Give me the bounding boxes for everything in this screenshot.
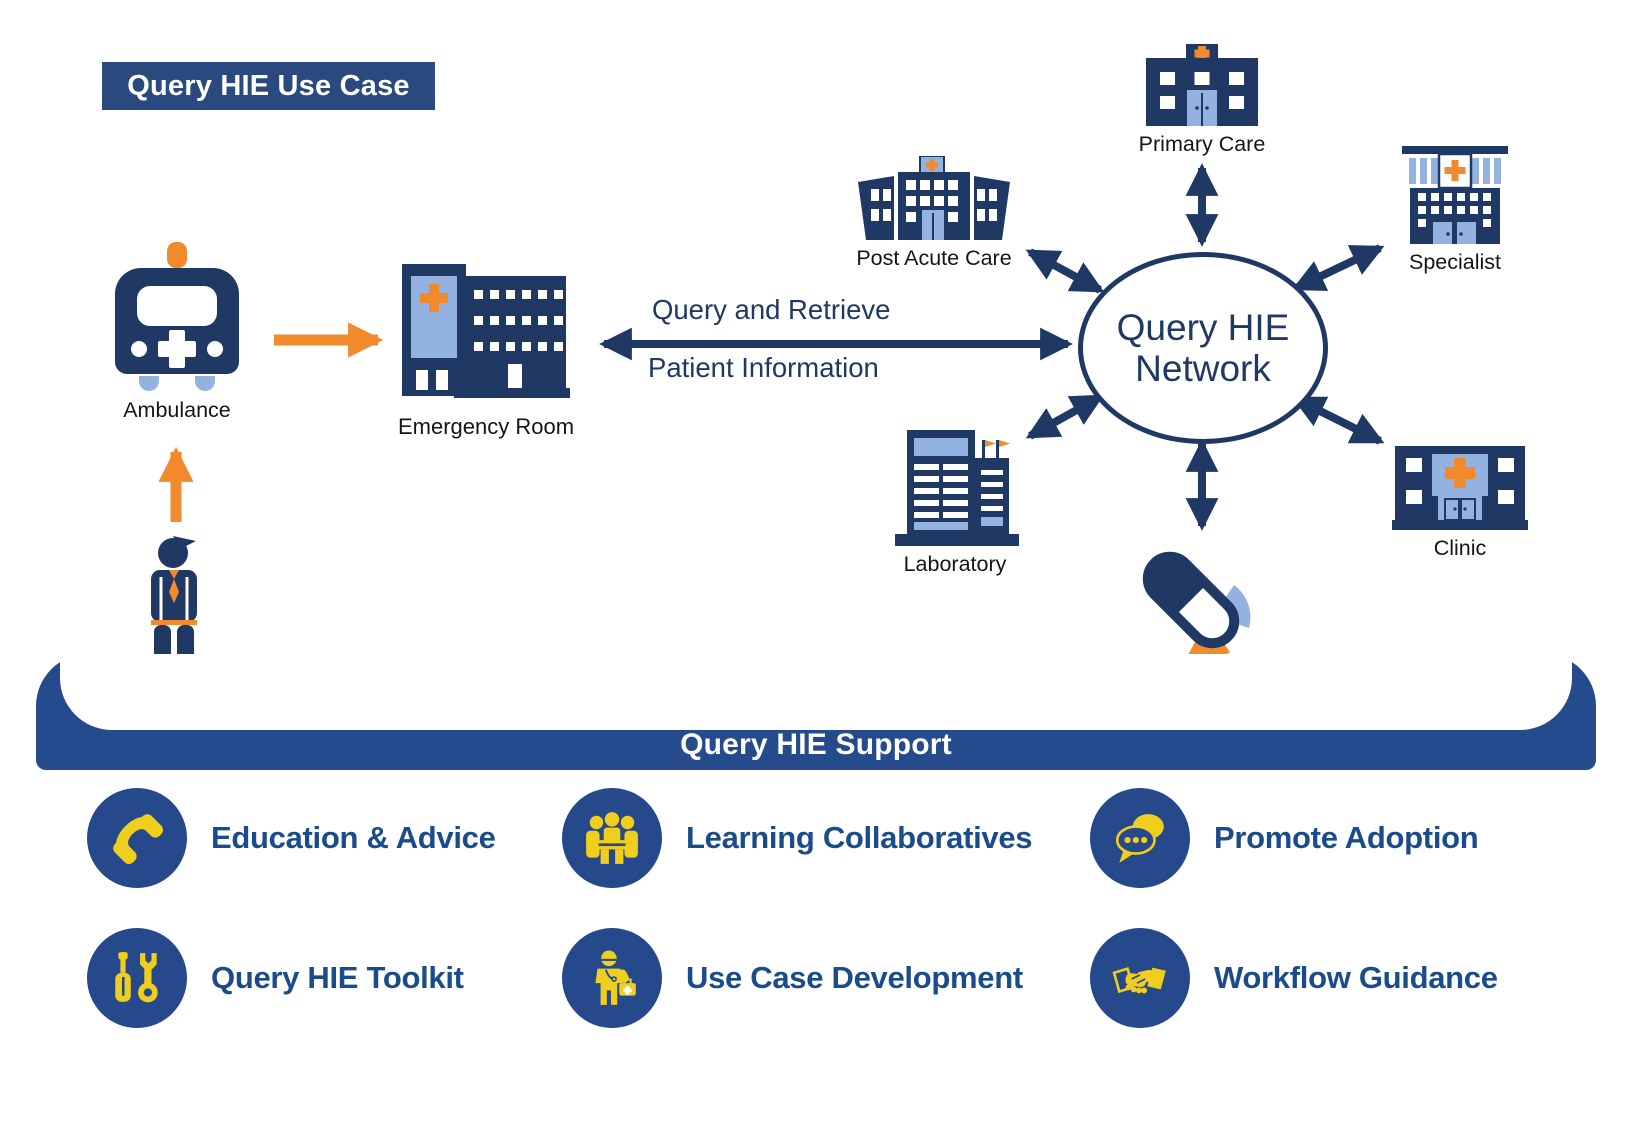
specialist-node: Specialist: [1390, 146, 1520, 275]
education-advice-label: Education & Advice: [211, 820, 496, 855]
laboratory-node: Laboratory: [880, 428, 1030, 577]
title-badge-label: Query HIE Use Case: [127, 69, 410, 102]
query-arrow-line1: Query and Retrieve: [652, 294, 891, 325]
use-case-development-circle: [562, 928, 662, 1028]
use-case-development-label: Use Case Development: [686, 960, 1023, 995]
people-table-icon: [586, 812, 638, 864]
support-item-education-advice: Education & Advice: [87, 788, 496, 888]
ambulance-node: Ambulance: [112, 240, 242, 423]
promote-adoption-label: Promote Adoption: [1214, 820, 1479, 855]
laboratory-label: Laboratory: [903, 552, 1007, 576]
specialist-icon: [1402, 146, 1508, 244]
laboratory-icon: [895, 430, 1019, 546]
arrow-network-post-acute: [1025, 248, 1105, 294]
tools-icon: [115, 952, 158, 1003]
title-badge: Query HIE Use Case: [102, 62, 435, 110]
ambulance-icon: [115, 242, 239, 391]
medic-icon: [595, 950, 636, 1005]
primary-care-label: Primary Care: [1138, 132, 1266, 156]
speech-bubbles-icon: [1115, 814, 1164, 863]
post-acute-care-icon: [858, 156, 1010, 240]
clinic-label: Clinic: [1433, 536, 1487, 560]
workflow-guidance-label: Workflow Guidance: [1214, 960, 1498, 995]
promote-adoption-circle: [1090, 788, 1190, 888]
clinic-icon: [1392, 446, 1528, 530]
emergency-room-label: Emergency Room: [397, 414, 575, 439]
support-item-workflow-guidance: Workflow Guidance: [1090, 928, 1498, 1028]
primary-care-icon: [1146, 44, 1258, 126]
specialist-label: Specialist: [1408, 250, 1501, 274]
support-item-promote-adoption: Promote Adoption: [1090, 788, 1479, 888]
query-hie-toolkit-circle: [87, 928, 187, 1028]
primary-care-node: Primary Care: [1124, 44, 1280, 157]
phone-icon: [113, 814, 163, 864]
learning-collaboratives-circle: [562, 788, 662, 888]
emergency-room-node: Emergency Room: [396, 256, 576, 440]
workflow-guidance-circle: [1090, 928, 1190, 1028]
support-banner: Query HIE Support: [36, 654, 1596, 770]
query-hie-network-hub: Query HIE Network: [1078, 252, 1328, 444]
hub-label-line2: Network: [1135, 348, 1271, 389]
education-advice-circle: [87, 788, 187, 888]
query-hie-toolkit-label: Query HIE Toolkit: [211, 960, 464, 995]
support-item-query-hie-toolkit: Query HIE Toolkit: [87, 928, 464, 1028]
arrow-network-specialist: [1291, 244, 1385, 292]
post-acute-care-node: Post Acute Care: [846, 156, 1022, 271]
support-banner-label: Query HIE Support: [680, 728, 952, 761]
support-banner-cutout: [60, 654, 1572, 730]
handshake-icon: [1112, 967, 1166, 994]
arrow-network-clinic: [1291, 395, 1385, 445]
emergency-room-icon: [402, 264, 570, 398]
query-arrow-line2: Patient Information: [648, 352, 879, 383]
arrow-network-laboratory: [1025, 393, 1105, 440]
support-item-learning-collaboratives: Learning Collaboratives: [562, 788, 1033, 888]
hub-label-line1: Query HIE: [1116, 306, 1290, 348]
ambulance-label: Ambulance: [123, 398, 231, 422]
pharmacy-icon: [1142, 551, 1251, 660]
learning-collaboratives-label: Learning Collaboratives: [686, 820, 1033, 855]
support-item-use-case-development: Use Case Development: [562, 928, 1023, 1028]
clinic-node: Clinic: [1390, 446, 1530, 561]
post-acute-care-label: Post Acute Care: [856, 246, 1012, 270]
